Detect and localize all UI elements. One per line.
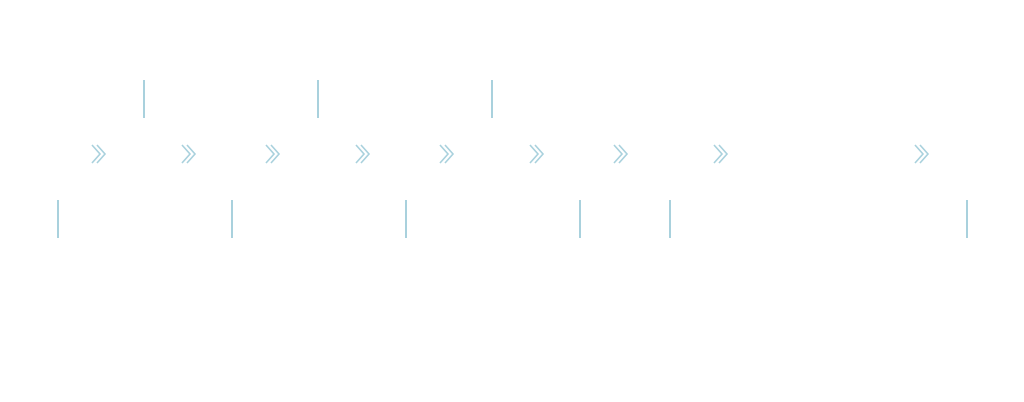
chevron-right-icon[interactable] (179, 142, 199, 166)
chevron-right-icon[interactable] (353, 142, 373, 166)
vertical-divider (669, 200, 671, 238)
bottom-divider-row (0, 200, 1024, 238)
chevron-right-icon[interactable] (711, 142, 731, 166)
chevron-right-icon[interactable] (263, 142, 283, 166)
vertical-divider (317, 80, 319, 118)
chevron-right-icon[interactable] (527, 142, 547, 166)
chevron-right-icon[interactable] (89, 142, 109, 166)
top-divider-row (0, 80, 1024, 118)
chevron-row (0, 142, 1024, 166)
chevron-right-icon[interactable] (611, 142, 631, 166)
vertical-divider (579, 200, 581, 238)
vertical-divider (231, 200, 233, 238)
chevron-right-icon[interactable] (912, 142, 932, 166)
chevron-right-icon[interactable] (437, 142, 457, 166)
vertical-divider (143, 80, 145, 118)
vertical-divider (57, 200, 59, 238)
vertical-divider (405, 200, 407, 238)
vertical-divider (491, 80, 493, 118)
vertical-divider (966, 200, 968, 238)
